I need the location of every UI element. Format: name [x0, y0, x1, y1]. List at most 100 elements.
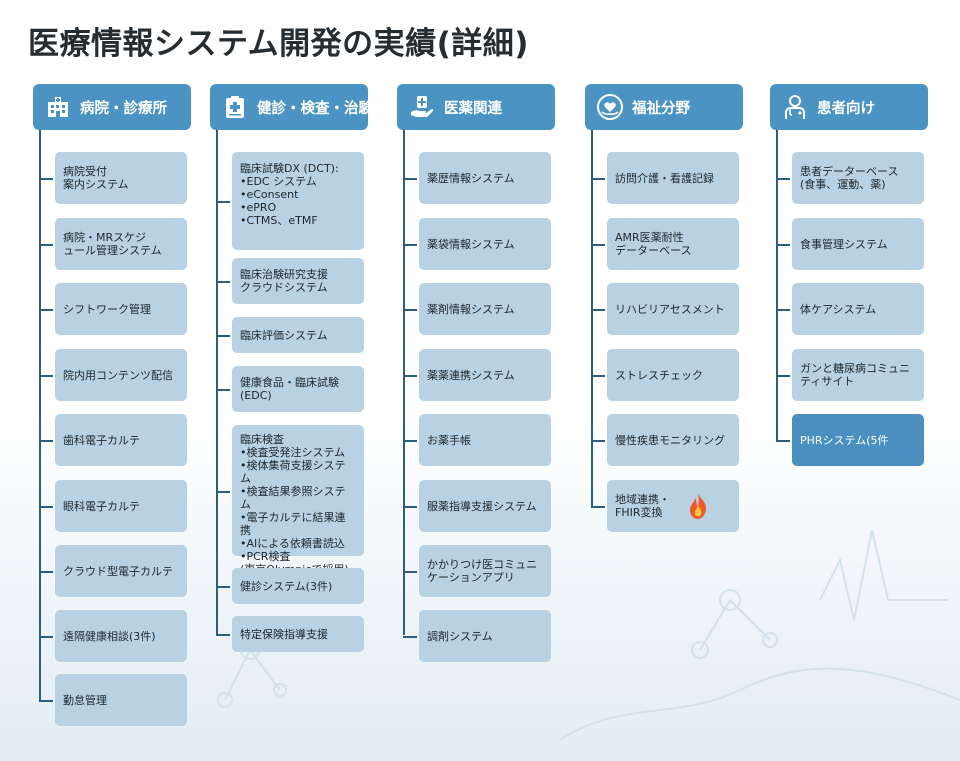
item-label: 体ケアシステム — [800, 302, 877, 316]
item-label: AMR医薬耐性 データーベース — [615, 231, 692, 257]
connector-line — [216, 335, 230, 337]
list-item[interactable]: 臨床評価システム — [216, 317, 364, 353]
tree-line — [216, 130, 218, 635]
connector-line — [39, 309, 53, 311]
connector-line — [216, 281, 230, 283]
column-header-pharma[interactable]: 医薬関連 — [397, 84, 555, 130]
connector-line — [776, 440, 790, 442]
list-item[interactable]: 眼科電子カルテ — [39, 480, 187, 532]
connector-line — [776, 309, 790, 311]
connector-line — [216, 201, 230, 203]
list-item[interactable]: 慢性疾患モニタリング — [591, 414, 739, 466]
connector-line — [39, 244, 53, 246]
fire-icon — [690, 493, 707, 519]
connector-line — [591, 244, 605, 246]
item-label: 薬剤情報システム — [427, 302, 515, 316]
connector-line — [39, 440, 53, 442]
item-label: ストレスチェック — [615, 368, 703, 382]
item-label: 患者データーベース (食事、運動、薬) — [800, 165, 899, 191]
list-item[interactable]: 体ケアシステム — [776, 283, 924, 335]
list-item[interactable]: かかりつけ医コミュニ ケーションアプリ — [403, 545, 551, 597]
list-item[interactable]: AMR医薬耐性 データーベース — [591, 218, 739, 270]
item-label: 臨床試験DX (DCT): •EDC システム •eConsent •ePRO … — [240, 162, 339, 227]
item-label: 臨床治験研究支援 クラウドシステム — [240, 268, 328, 294]
list-item[interactable]: クラウド型電子カルテ — [39, 545, 187, 597]
list-item[interactable]: 薬薬連携システム — [403, 349, 551, 401]
page-title: 医療情報システム開発の実績(詳細) — [28, 26, 529, 62]
hospital-icon — [43, 92, 73, 122]
item-label: ガンと糖尿病コミュニ ティサイト — [800, 362, 910, 388]
item-label: PHRシステム(5件 — [800, 433, 889, 447]
column-patient: 患者向け 患者データーベース (食事、運動、薬) 食事管理システム 体ケアシステ… — [770, 84, 928, 466]
column-header-label: 医薬関連 — [444, 100, 502, 117]
column-header-welfare[interactable]: 福祉分野 — [585, 84, 743, 130]
connector-line — [403, 178, 417, 180]
item-label: 院内用コンテンツ配信 — [63, 368, 173, 382]
tree-line — [403, 130, 405, 635]
list-item[interactable]: 歯科電子カルテ — [39, 414, 187, 466]
connector-line — [39, 636, 53, 638]
connector-line — [216, 389, 230, 391]
list-item[interactable]: 地域連携・ FHIR変換 — [591, 480, 739, 532]
column-header-label: 患者向け — [817, 100, 875, 117]
item-label: 眼科電子カルテ — [63, 499, 140, 513]
list-item[interactable]: シフトワーク管理 — [39, 283, 187, 335]
connector-line — [216, 634, 230, 636]
list-item[interactable]: 臨床検査 •検査受発注システム •検体集荷支援システム •検査結果参照システム … — [216, 425, 364, 576]
list-item[interactable]: 調剤システム — [403, 610, 551, 662]
list-item[interactable]: 病院受付 案内システム — [39, 152, 187, 204]
item-label: リハビリアセスメント — [615, 302, 725, 316]
item-label: 病院受付 案内システム — [63, 165, 129, 191]
list-item[interactable]: ガンと糖尿病コミュニ ティサイト — [776, 349, 924, 401]
item-label: 遠隔健康相談(3件) — [63, 629, 156, 643]
connector-line — [39, 700, 53, 702]
list-item[interactable]: 患者データーベース (食事、運動、薬) — [776, 152, 924, 204]
connector-line — [216, 586, 230, 588]
list-item[interactable]: 病院・MRスケジ ュール管理システム — [39, 218, 187, 270]
connector-line — [39, 375, 53, 377]
item-label: 地域連携・ FHIR変換 — [615, 493, 670, 519]
item-label: 調剤システム — [427, 629, 493, 643]
list-item[interactable]: 遠隔健康相談(3件) — [39, 610, 187, 662]
connector-line — [403, 506, 417, 508]
heart-hand-icon — [595, 92, 625, 122]
list-item[interactable]: ストレスチェック — [591, 349, 739, 401]
connector-line — [39, 506, 53, 508]
list-item[interactable]: お薬手帳 — [403, 414, 551, 466]
list-item[interactable]: 臨床治験研究支援 クラウドシステム — [216, 258, 364, 304]
column-header-hospital[interactable]: 病院・診療所 — [33, 84, 191, 130]
item-label: 健康食品・臨床試験 (EDC) — [240, 376, 339, 402]
list-item[interactable]: 食事管理システム — [776, 218, 924, 270]
item-label: 病院・MRスケジ ュール管理システム — [63, 231, 162, 257]
list-item[interactable]: 服薬指導支援システム — [403, 480, 551, 532]
connector-line — [403, 309, 417, 311]
list-item[interactable]: 特定保険指導支援 — [216, 616, 364, 652]
item-label: お薬手帳 — [427, 433, 471, 447]
list-item[interactable]: リハビリアセスメント — [591, 283, 739, 335]
item-label: 特定保険指導支援 — [240, 627, 328, 641]
item-label: 勤怠管理 — [63, 693, 107, 707]
connector-line — [39, 571, 53, 573]
connector-line — [403, 375, 417, 377]
list-item[interactable]: 臨床試験DX (DCT): •EDC システム •eConsent •ePRO … — [216, 152, 364, 250]
column-header-checkup[interactable]: 健診・検査・治験 — [210, 84, 373, 130]
list-item[interactable]: 健診システム(3件) — [216, 568, 364, 604]
connector-line — [591, 506, 605, 508]
list-item[interactable]: 院内用コンテンツ配信 — [39, 349, 187, 401]
list-item[interactable]: 勤怠管理 — [39, 674, 187, 726]
list-item[interactable]: 薬剤情報システム — [403, 283, 551, 335]
list-item[interactable]: 薬歴情報システム — [403, 152, 551, 204]
list-item[interactable]: 薬袋情報システム — [403, 218, 551, 270]
list-item[interactable]: 訪問介護・看護記録 — [591, 152, 739, 204]
list-item[interactable]: 健康食品・臨床試験 (EDC) — [216, 366, 364, 412]
item-label: 慢性疾患モニタリング — [615, 433, 725, 447]
connector-line — [39, 178, 53, 180]
column-header-patient[interactable]: 患者向け — [770, 84, 928, 130]
item-label: 薬歴情報システム — [427, 171, 515, 185]
list-item-highlighted[interactable]: PHRシステム(5件 — [776, 414, 924, 466]
patient-icon — [780, 92, 810, 122]
connector-line — [776, 178, 790, 180]
connector-line — [591, 309, 605, 311]
item-label: かかりつけ医コミュニ ケーションアプリ — [427, 558, 538, 584]
column-checkup: 健診・検査・治験 臨床試験DX (DCT): •EDC システム •eConse… — [210, 84, 373, 652]
